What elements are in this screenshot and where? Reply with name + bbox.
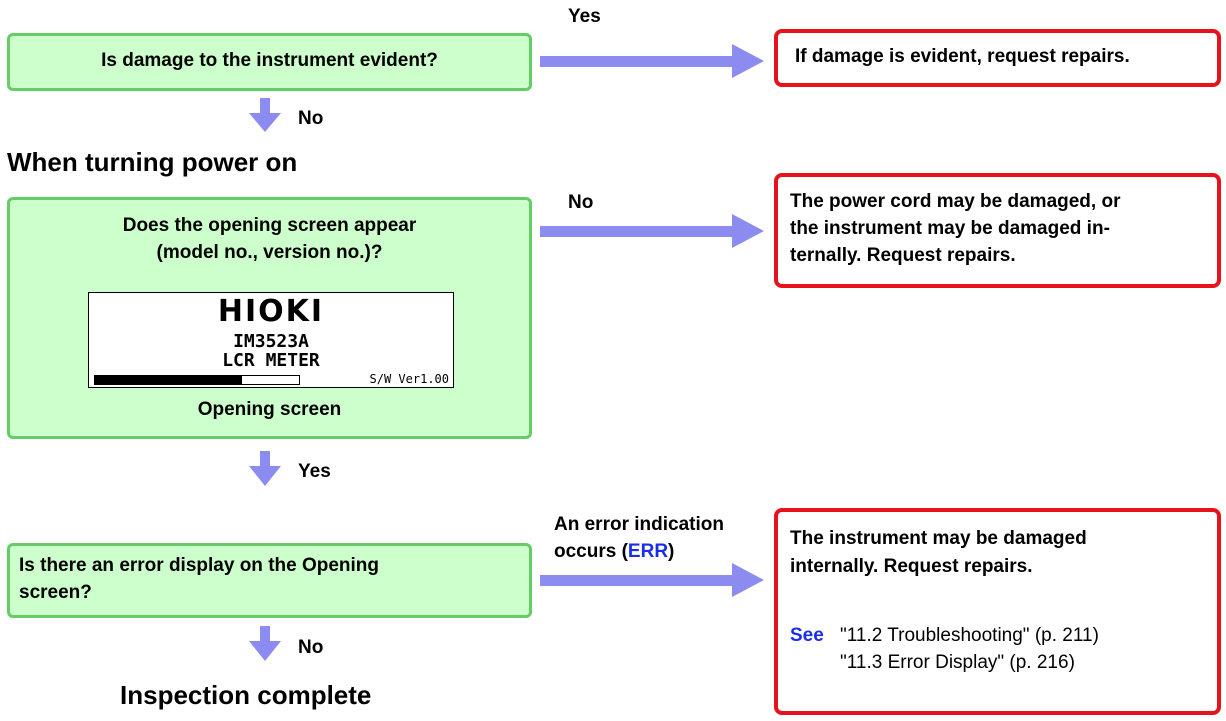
step3-label-line1: An error indication (554, 514, 724, 535)
opening-screen-caption: Opening screen (197, 399, 342, 420)
lcd-brand-logo: HIOKI (217, 294, 325, 329)
step1-question: Is damage to the instrument evident? (101, 50, 438, 71)
step3-question-box (7, 543, 532, 618)
step2-result-box (774, 173, 1221, 288)
lcd-progress-fill (95, 376, 242, 384)
inspection-complete: Inspection complete (120, 680, 372, 710)
step2-question-line1: Does the opening screen appear (122, 215, 417, 236)
lcd-version: S/W Ver1.00 (369, 372, 449, 386)
lcd-progress-bar (94, 375, 300, 385)
step3-question-line2: screen? (19, 582, 92, 603)
step1-no-label: No (298, 108, 324, 129)
step1-yes-label: Yes (568, 6, 601, 27)
arrow-down-step3 (249, 626, 281, 661)
arrow-right-step3 (540, 563, 764, 597)
arrow-down-step2 (249, 451, 281, 486)
arrow-right-step2 (540, 214, 764, 248)
arrow-down-step1 (249, 98, 281, 132)
step2-result-line2: the instrument may be damaged in- (790, 218, 1110, 239)
step3-result-box (774, 508, 1221, 715)
step2-result-line1: The power cord may be damaged, or (790, 191, 1121, 212)
err-indicator: ERR (627, 541, 669, 562)
step1-result-box (774, 29, 1221, 87)
step2-no-label: No (568, 192, 594, 213)
reference-error-display[interactable]: "11.3 Error Display" (p. 216) (840, 652, 1075, 673)
lcd-model: IM3523A (233, 331, 309, 352)
step3-result-line1: The instrument may be damaged (790, 528, 1087, 549)
step1-question-box (7, 33, 532, 91)
opening-screen-lcd: HIOKI IM3523A LCR METER S/W Ver1.00 (88, 292, 454, 388)
arrow-right-step1 (540, 44, 764, 78)
step3-label-line2: occurs (ERR) (554, 539, 674, 565)
step3-label-suffix: ) (668, 541, 675, 562)
step3-result-line2: internally. Request repairs. (790, 556, 1033, 577)
step2-yes-label: Yes (298, 461, 331, 482)
step2-result-line3: ternally. Request repairs. (790, 245, 1016, 266)
lcd-product: LCR METER (222, 350, 320, 371)
step2-question-line2: (model no., version no.)? (156, 242, 383, 263)
step3-question-line1: Is there an error display on the Opening (19, 555, 380, 576)
step1-result: If damage is evident, request repairs. (795, 46, 1130, 67)
see-label: See (790, 625, 824, 646)
reference-troubleshooting[interactable]: "11.2 Troubleshooting" (p. 211) (840, 625, 1099, 646)
step3-no-label: No (298, 637, 324, 658)
step3-label-prefix: occurs ( (554, 541, 628, 562)
section-heading: When turning power on (7, 147, 298, 177)
